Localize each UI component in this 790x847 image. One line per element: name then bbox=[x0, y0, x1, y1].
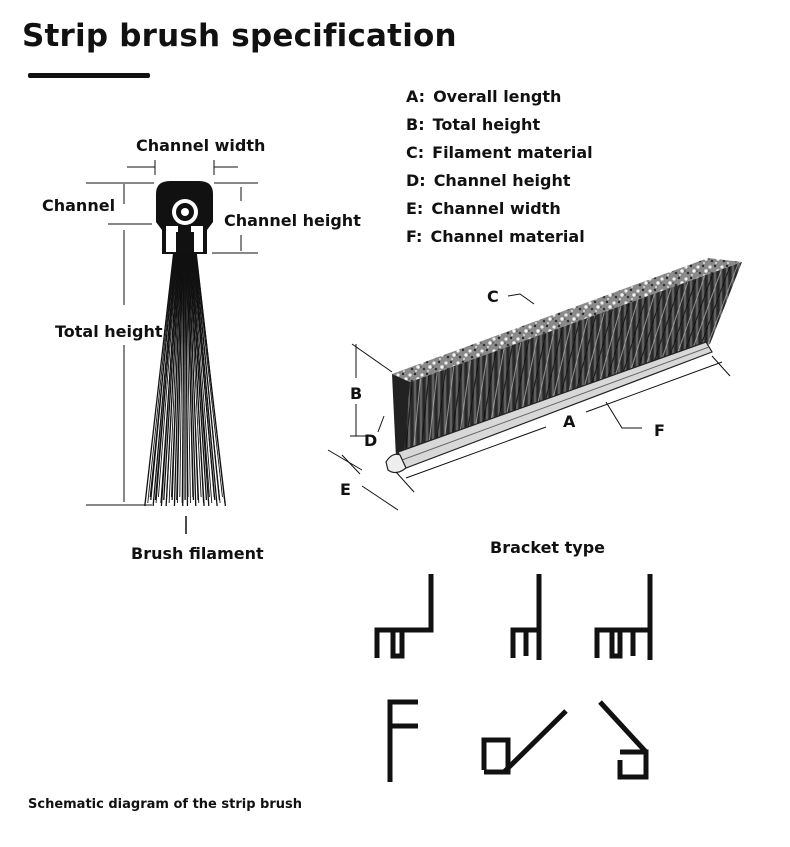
brush-filament-fan bbox=[144, 249, 227, 507]
dim-e-ext-bottom bbox=[361, 485, 399, 511]
filament-strands bbox=[405, 263, 739, 451]
isometric-diagram bbox=[327, 258, 742, 511]
cross-section-diagram bbox=[86, 160, 258, 534]
legend-item-b: B:Total height bbox=[406, 115, 541, 134]
channel-slot-left bbox=[166, 226, 178, 252]
dim-a-ext-left bbox=[395, 471, 415, 493]
label-brush-filament: Brush filament bbox=[131, 544, 264, 563]
legend-item-c: C:Filament material bbox=[406, 143, 593, 162]
label-channel: Channel bbox=[42, 196, 116, 215]
bracket-diagonal-left-icon bbox=[598, 700, 649, 780]
legend-list: A:Overall length B:Total height C:Filame… bbox=[406, 86, 593, 254]
bracket-l-triple-foot-icon bbox=[594, 574, 653, 660]
dim-a-line-left bbox=[405, 426, 547, 479]
diagram-caption: Schematic diagram of the strip brush bbox=[28, 797, 302, 812]
channel-rod-center bbox=[181, 208, 189, 216]
dim-a-ext-right bbox=[711, 355, 731, 377]
dim-d-arrow bbox=[377, 415, 385, 433]
label-channel-height: Channel height bbox=[224, 211, 361, 230]
bracket-f-shape-icon bbox=[387, 699, 418, 782]
bracket-type-label: Bracket type bbox=[490, 538, 606, 557]
filament-top-face bbox=[392, 258, 742, 382]
channel-core bbox=[176, 232, 194, 254]
bracket-diagonal-right-icon bbox=[481, 709, 568, 775]
iso-label-b: B bbox=[350, 384, 363, 403]
iso-label-d: D bbox=[364, 431, 378, 450]
dim-b-ext-top bbox=[351, 343, 393, 373]
bracket-l-double-foot-icon bbox=[374, 574, 434, 659]
iso-label-f: F bbox=[654, 421, 665, 440]
dim-e-line bbox=[341, 454, 361, 475]
legend-item-e: E:Channel width bbox=[406, 199, 561, 218]
channel-rail-groove bbox=[401, 346, 710, 461]
iso-label-a: A bbox=[563, 412, 576, 431]
label-channel-width: Channel width bbox=[136, 136, 266, 155]
bracket-t-single-foot-icon bbox=[510, 574, 542, 660]
legend-item-a: A:Overall length bbox=[406, 87, 562, 106]
label-total-height: Total height bbox=[55, 322, 163, 341]
bracket-types bbox=[374, 574, 653, 782]
dim-e-ext-top bbox=[327, 449, 363, 471]
dim-c-pointer bbox=[507, 293, 535, 305]
title-underline bbox=[28, 73, 150, 78]
page-title: Strip brush specification bbox=[22, 18, 457, 54]
legend-item-f: F:Channel material bbox=[406, 227, 585, 246]
legend-item-d: D:Channel height bbox=[406, 171, 571, 190]
iso-label-c: C bbox=[487, 287, 499, 306]
iso-label-e: E bbox=[340, 480, 351, 499]
dim-a-line-right bbox=[585, 361, 723, 413]
channel-end-profile bbox=[385, 453, 407, 474]
dim-f-pointer bbox=[605, 401, 642, 429]
